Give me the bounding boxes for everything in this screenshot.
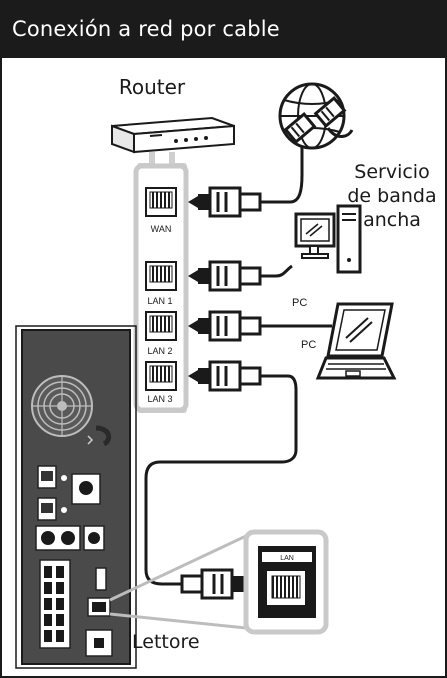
router-label: Router	[119, 75, 186, 99]
section-title: Conexión a red por cable	[12, 17, 280, 41]
wan-cable-connector	[188, 130, 304, 218]
fan-icon	[31, 375, 93, 437]
section-header: Conexión a red por cable	[0, 0, 447, 58]
lan1-port-label: LAN 1	[147, 296, 172, 306]
zoom-callout-lines	[109, 534, 247, 630]
router-icon	[111, 116, 235, 154]
lan2-cable-connector	[188, 310, 332, 342]
service-label-line2: de banda	[347, 185, 436, 207]
laptop-icon	[315, 302, 397, 380]
lan1-port	[145, 261, 177, 291]
globe-icon	[278, 82, 354, 150]
lan3-port-label: LAN 3	[147, 394, 172, 404]
wan-port	[145, 187, 177, 217]
player-label: Lettore	[132, 631, 200, 653]
player-rear-panel	[15, 325, 137, 669]
pc-desktop-label: PC	[292, 297, 307, 309]
lan3-port	[145, 361, 177, 391]
lan2-port	[145, 311, 177, 341]
player-lan-detail	[243, 529, 329, 635]
player-lan-port-label: LAN	[280, 555, 294, 562]
lan3-cable-connector	[144, 360, 298, 586]
service-label-line3: ancha	[363, 209, 421, 231]
lan1-cable-connector	[188, 260, 293, 292]
desktop-pc-icon	[294, 204, 362, 274]
lan2-port-label: LAN 2	[147, 346, 172, 356]
service-label-line1: Servicio	[354, 161, 429, 183]
wan-port-label: WAN	[151, 224, 172, 234]
player-cable-connector	[180, 568, 254, 600]
pc-laptop-label: PC	[301, 339, 316, 351]
